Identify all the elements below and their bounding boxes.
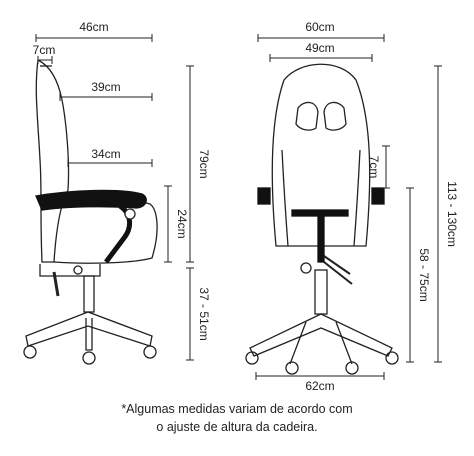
label-seat-height: 37 - 51cm	[197, 287, 211, 340]
label-total-height: 113 - 130cm	[445, 181, 459, 247]
label-side-total-depth: 46cm	[79, 20, 108, 34]
label-upper-back-depth: 39cm	[91, 80, 120, 94]
label-cushion-height: 7cm	[367, 156, 381, 179]
footnote-line-2: o ajuste de altura da cadeira.	[156, 420, 318, 434]
label-headrest-depth: 7cm	[33, 43, 56, 57]
front-view-chair	[245, 63, 399, 375]
side-view-chair	[23, 59, 158, 365]
label-backrest-height: 79cm	[197, 149, 211, 178]
dimension-lines	[35, 34, 442, 380]
label-armrest-height: 24cm	[175, 209, 189, 238]
label-lower-back-depth: 34cm	[91, 147, 120, 161]
label-base-width: 62cm	[305, 379, 334, 393]
footnote-line-1: *Algumas medidas variam de acordo com	[121, 402, 353, 416]
label-front-inner-width: 49cm	[305, 41, 334, 55]
label-front-width: 60cm	[305, 20, 334, 34]
label-front-seat-height: 58 - 75cm	[417, 248, 431, 301]
